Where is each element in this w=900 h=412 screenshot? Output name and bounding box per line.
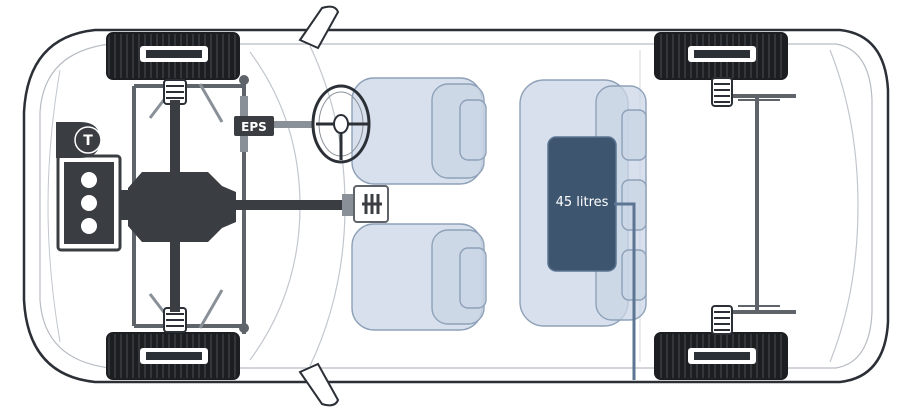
fuel-tank: 45 litres xyxy=(547,136,636,380)
turbo-label: T xyxy=(83,133,93,149)
rear-left-spring xyxy=(711,77,733,107)
eps-unit: EPS xyxy=(234,116,274,136)
passenger-seat xyxy=(351,223,487,331)
engine-block xyxy=(56,154,130,252)
transmission xyxy=(128,172,348,242)
turbocharger: T xyxy=(56,122,102,158)
eps-label: EPS xyxy=(241,120,267,134)
gear-shifter xyxy=(342,185,389,223)
steering-wheel xyxy=(311,84,371,164)
driver-seat xyxy=(351,77,487,185)
fuel-tank-capacity-label: 45 litres xyxy=(556,195,609,210)
subframe-mount xyxy=(239,323,249,333)
front-left-spring xyxy=(163,79,187,105)
rear-right-spring xyxy=(711,305,733,335)
rear-left-wheel xyxy=(654,32,788,80)
subframe-mount xyxy=(239,75,249,85)
right-mirror xyxy=(298,362,340,407)
front-right-spring xyxy=(163,307,187,333)
left-mirror xyxy=(298,5,340,50)
front-right-wheel xyxy=(106,332,240,380)
rear-right-wheel xyxy=(654,332,788,380)
front-left-wheel xyxy=(106,32,240,80)
